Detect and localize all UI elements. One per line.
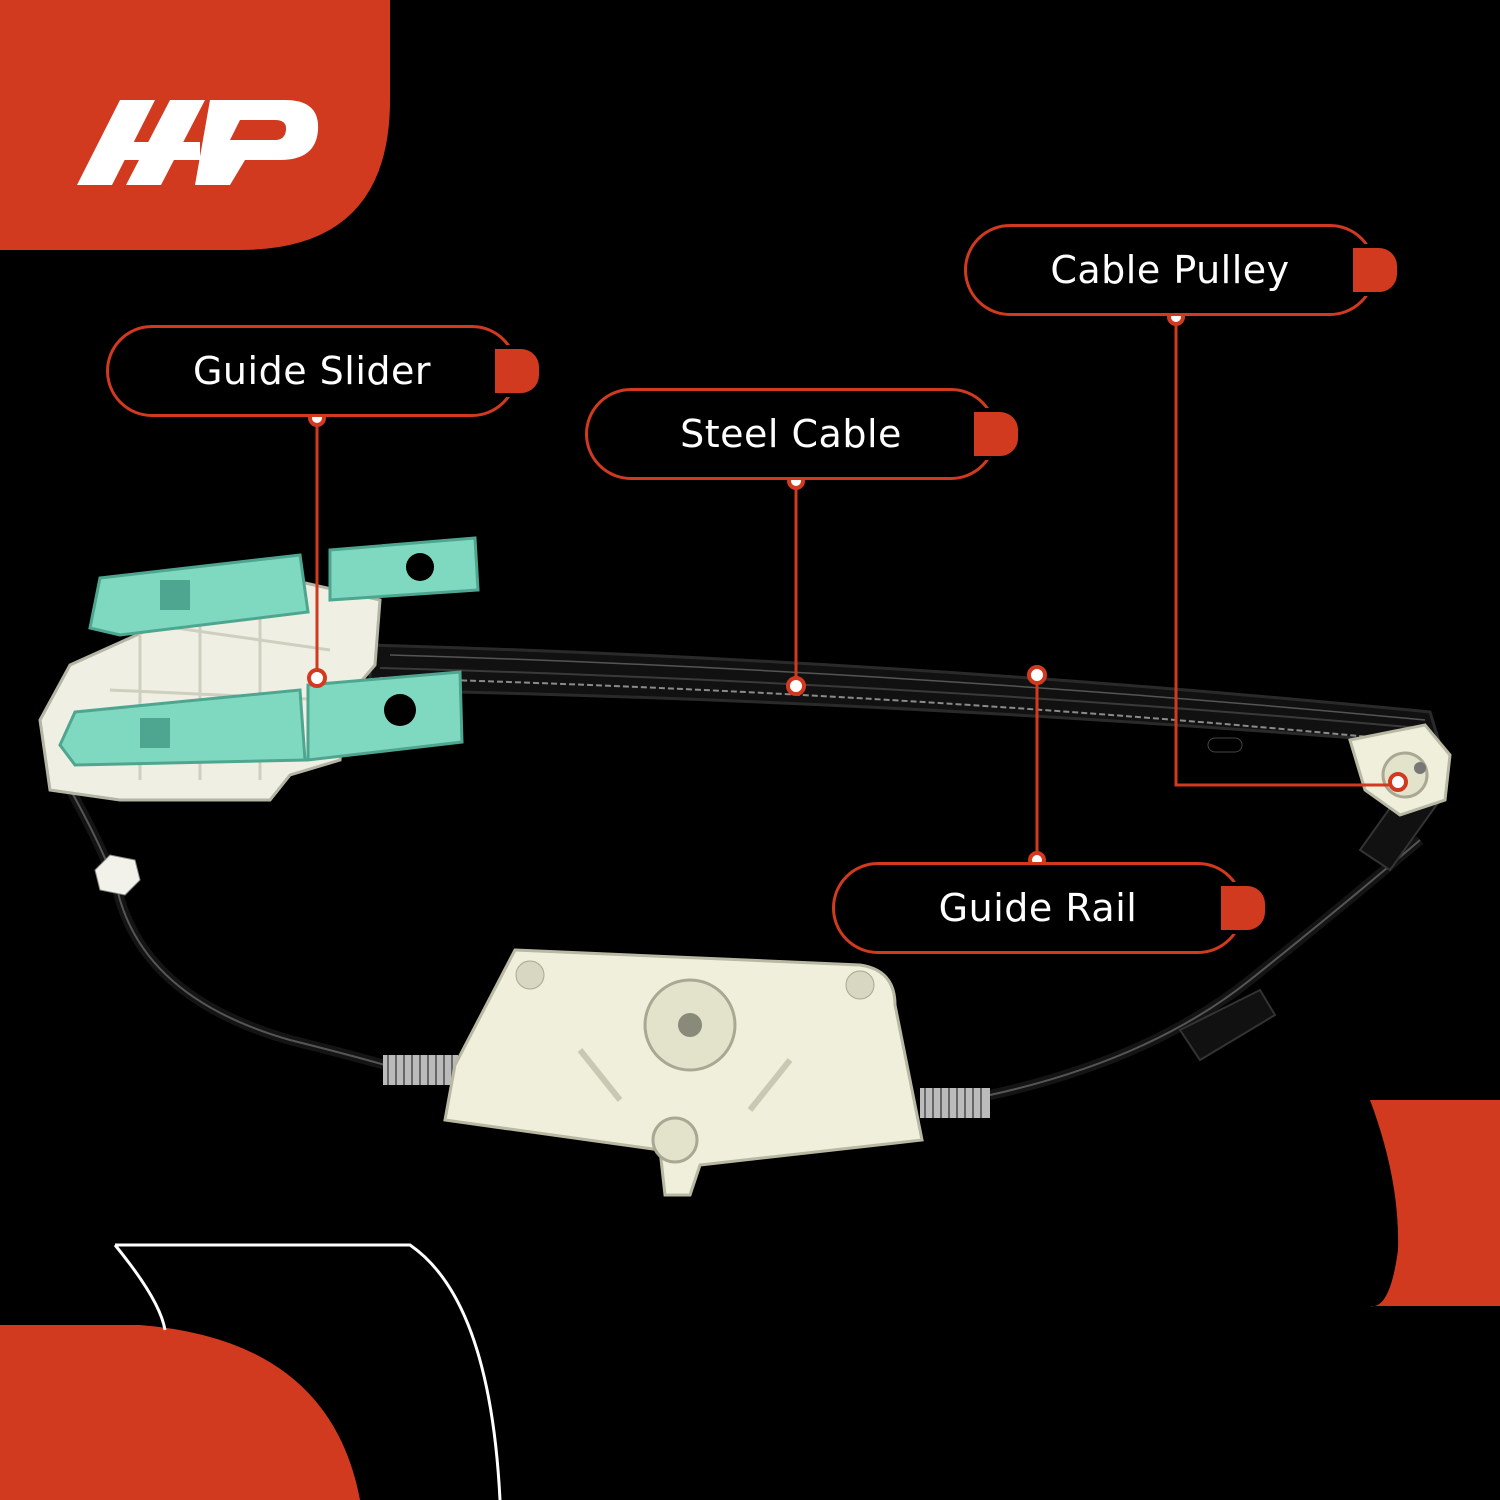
white-outline-arc [115, 1243, 502, 1500]
brand-logo [77, 100, 319, 185]
callout-label: Guide Rail [938, 886, 1138, 930]
callout-label: Guide Slider [192, 349, 432, 393]
corner-shape-right [1370, 1100, 1500, 1307]
callout-steel-cable: Steel Cable [585, 388, 1022, 480]
motor-mount-plate [443, 948, 924, 1197]
callout-cap-icon [970, 408, 1022, 460]
callout-guide-rail: Guide Rail [832, 862, 1269, 954]
callout-label: Steel Cable [680, 412, 902, 456]
callout-cable-pulley: Cable Pulley [964, 224, 1401, 316]
cable-sheath-left [60, 777, 387, 1070]
guide-slider-clips [58, 536, 480, 767]
callout-cap-icon [491, 345, 543, 397]
corner-shape-bottom-left [0, 1325, 360, 1500]
leader-lines [315, 317, 1398, 860]
cable-spring-left [383, 1055, 458, 1085]
cable-spring-right [920, 1088, 990, 1118]
cable-clip [94, 854, 141, 896]
callout-label: Cable Pulley [1050, 248, 1290, 292]
steel-cable [379, 677, 1381, 739]
callout-cap-icon [1349, 244, 1401, 296]
callout-guide-slider: Guide Slider [106, 325, 543, 417]
corner-shape-top-left [0, 0, 390, 250]
callout-cap-icon [1217, 882, 1269, 934]
